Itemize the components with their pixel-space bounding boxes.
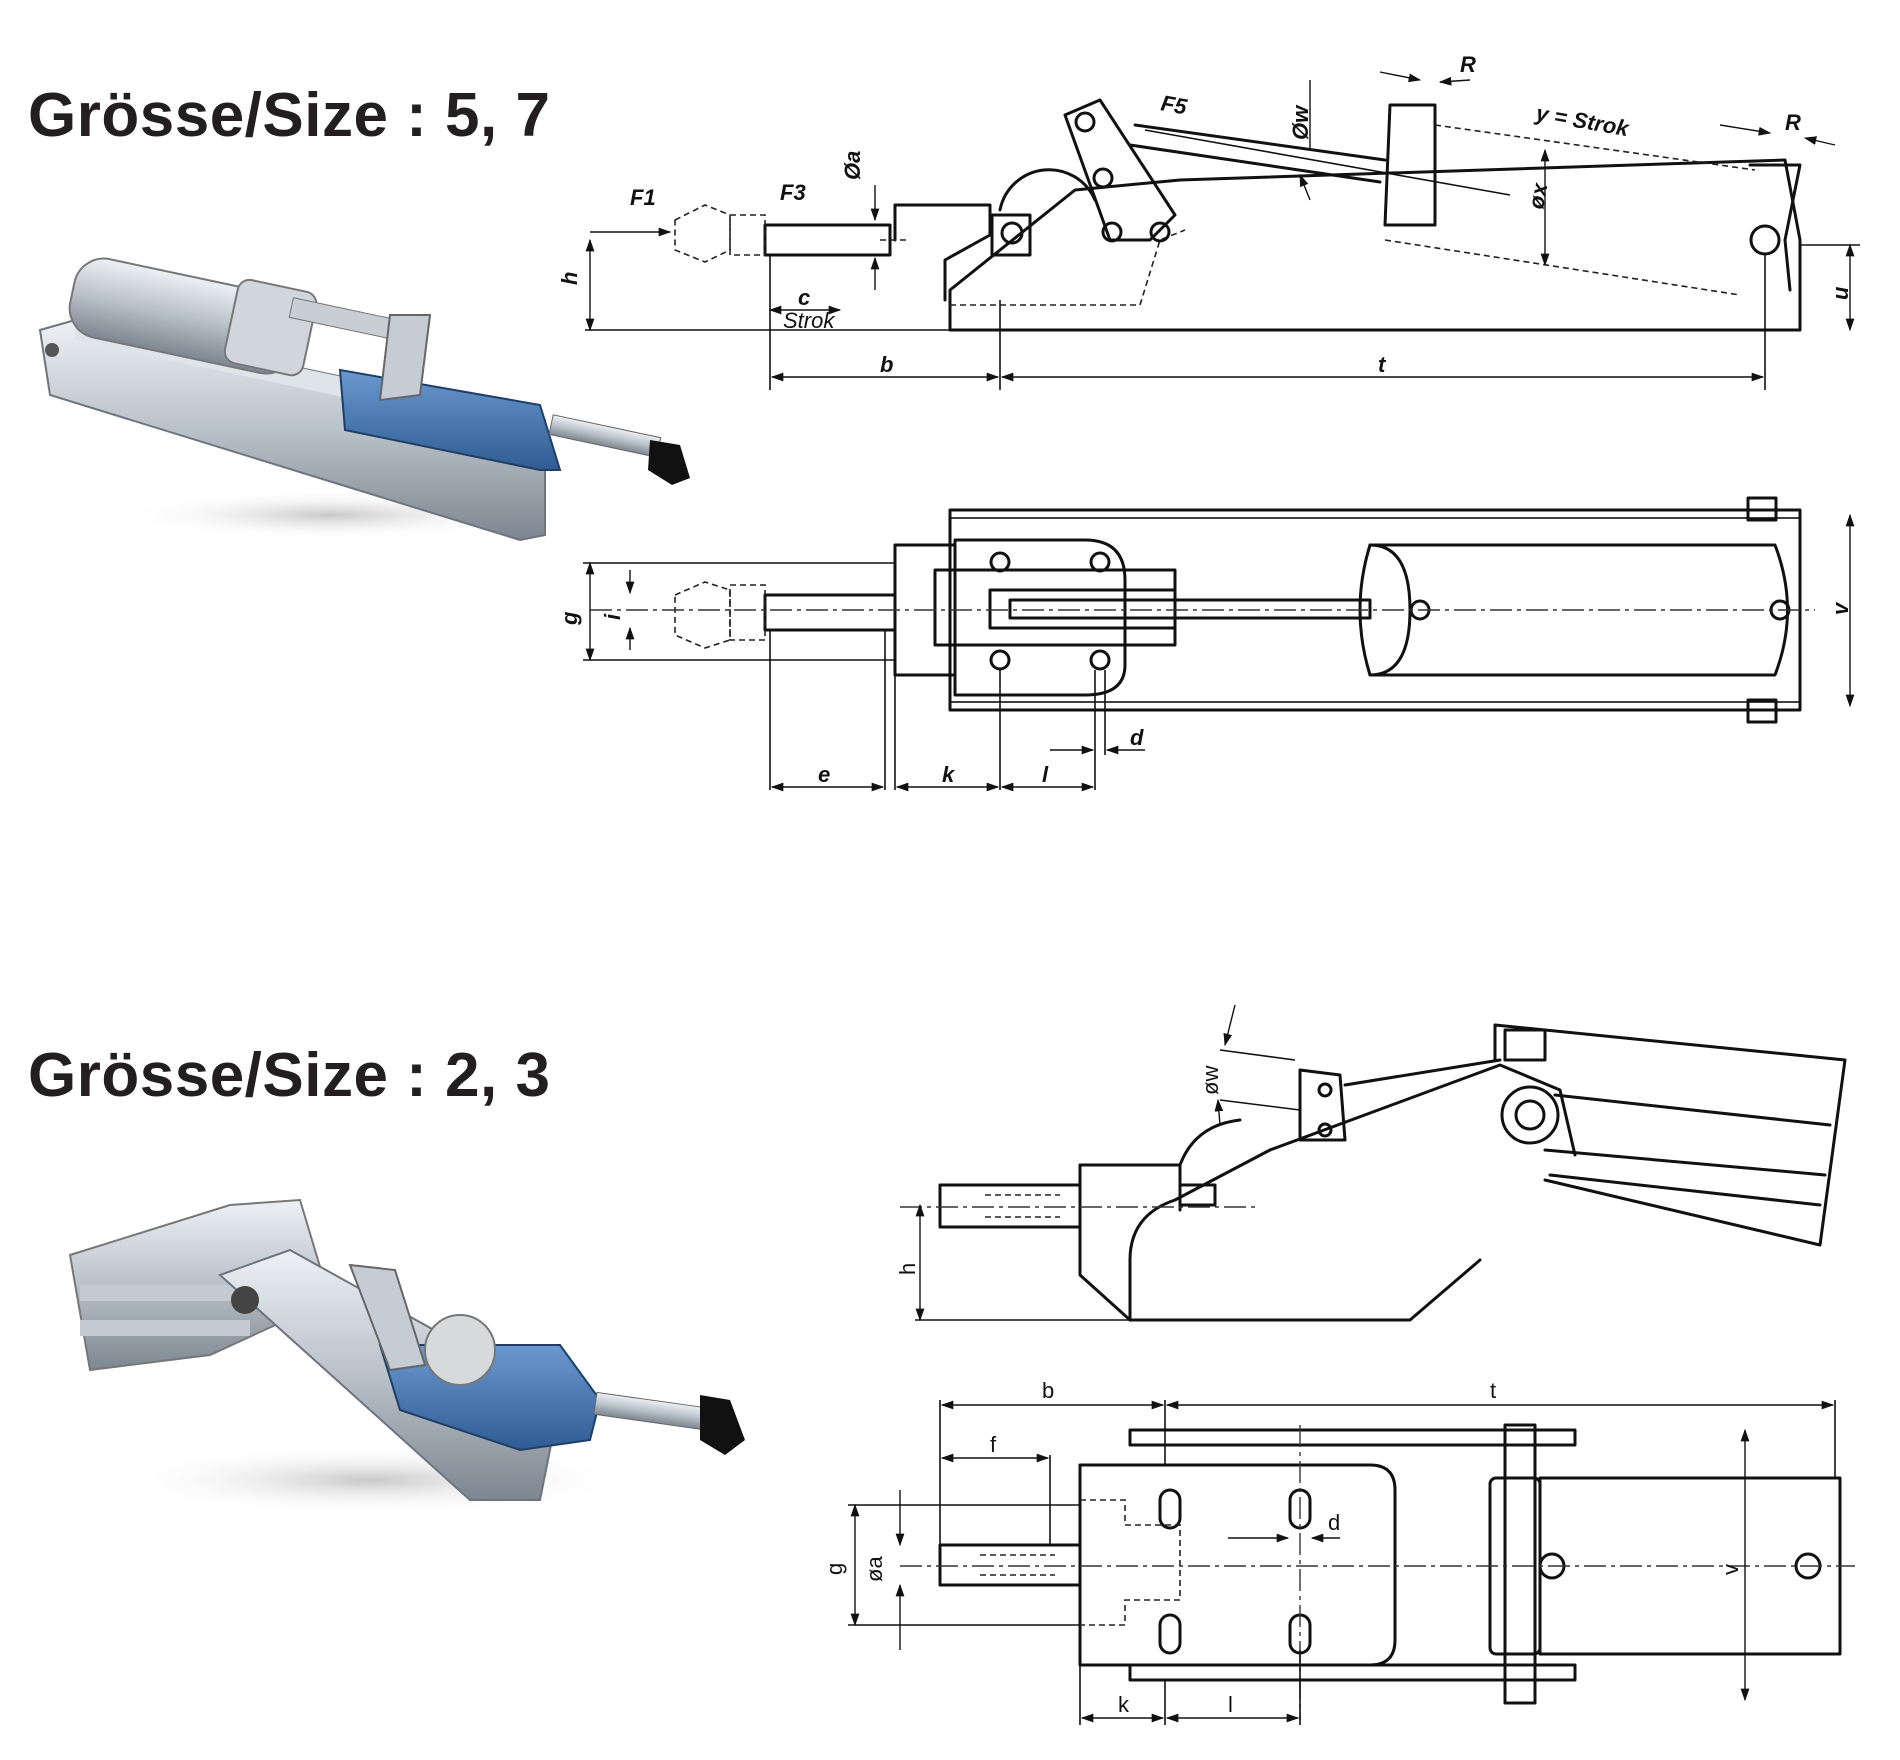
label-k: k bbox=[942, 762, 956, 787]
label-u: u bbox=[1828, 286, 1853, 300]
label-d-2: d bbox=[1328, 1510, 1340, 1535]
label-F1: F1 bbox=[630, 185, 656, 210]
label-b-2: b bbox=[1042, 1378, 1054, 1403]
clamp-photo-size-2-3 bbox=[68, 1198, 745, 1515]
label-g-2: g bbox=[822, 1563, 847, 1575]
label-h-2: h bbox=[895, 1263, 920, 1275]
label-R-right: R bbox=[1785, 110, 1801, 135]
label-t: t bbox=[1378, 352, 1387, 377]
label-strok: Strok bbox=[783, 308, 835, 333]
label-h: h bbox=[557, 272, 582, 285]
label-diameter-x: øx bbox=[1523, 180, 1552, 210]
label-t-2: t bbox=[1490, 1378, 1496, 1403]
label-d: d bbox=[1130, 725, 1144, 750]
label-F5: F5 bbox=[1159, 90, 1189, 119]
label-f-2: f bbox=[990, 1432, 997, 1457]
label-v-2: v bbox=[1718, 1564, 1743, 1575]
label-diameter-w: Øw bbox=[1288, 104, 1313, 140]
label-l: l bbox=[1042, 762, 1049, 787]
label-c: c bbox=[798, 285, 810, 310]
top-view-drawing-size-5-7 bbox=[583, 496, 1855, 792]
side-view-drawing-size-2-3 bbox=[900, 1004, 1847, 1322]
label-v: v bbox=[1828, 601, 1853, 615]
label-b: b bbox=[880, 352, 893, 377]
label-y-strok: y = Strok bbox=[1533, 100, 1632, 141]
label-l-2: l bbox=[1228, 1692, 1233, 1717]
label-k-2: k bbox=[1118, 1692, 1130, 1717]
label-i: i bbox=[600, 613, 625, 620]
label-diameter-w-2: øw bbox=[1198, 1066, 1223, 1095]
clamp-photo-size-5-7 bbox=[38, 257, 690, 542]
label-diameter-a-2: øa bbox=[862, 1556, 887, 1582]
label-g: g bbox=[557, 611, 582, 626]
side-view-drawing-size-5-7 bbox=[585, 71, 1860, 390]
label-F3: F3 bbox=[780, 180, 806, 205]
label-diameter-a: Øa bbox=[840, 151, 865, 180]
top-view-drawing-size-2-3 bbox=[848, 1400, 1855, 1725]
label-R-left: R bbox=[1460, 52, 1476, 77]
label-e: e bbox=[818, 762, 830, 787]
size-2-3-title: Grösse/Size : 2, 3 bbox=[28, 1041, 551, 1110]
size-5-7-title: Grösse/Size : 5, 7 bbox=[28, 81, 551, 150]
